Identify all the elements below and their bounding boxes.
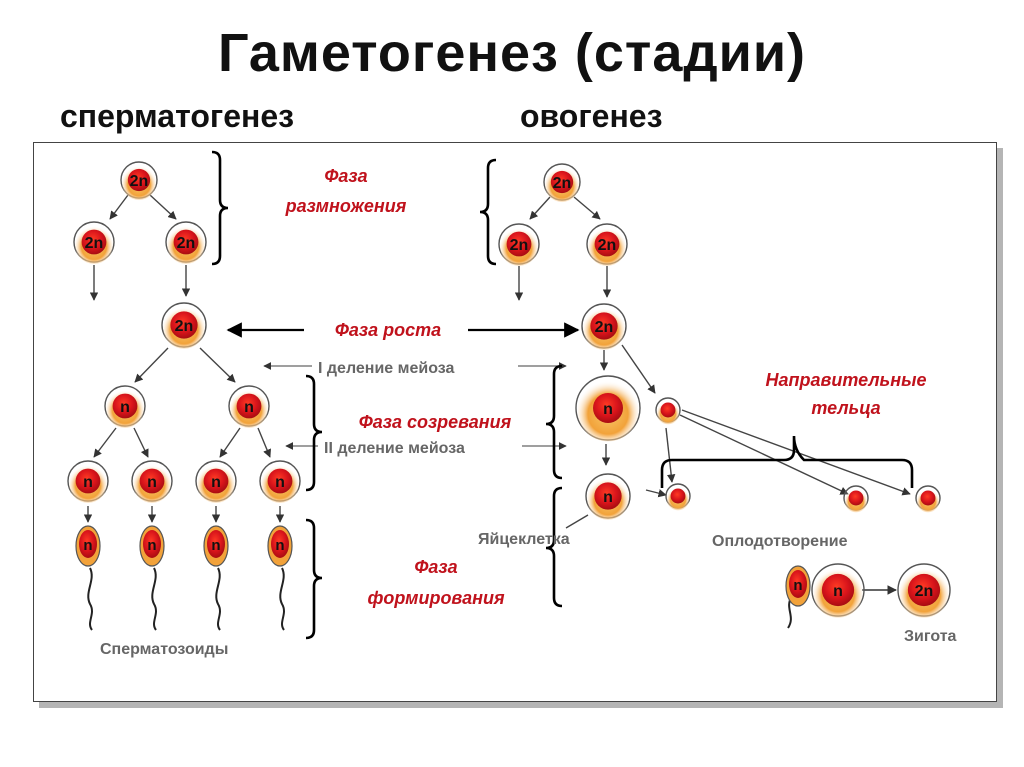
cells: 2n 2n 2n 2n n n n n n n 2n 2n 2n 2n n n n 2n xyxy=(67,161,951,618)
sperm-4: n xyxy=(267,525,293,567)
meiosis-arrows xyxy=(263,362,567,450)
oogonium-left-cell: 2n xyxy=(498,223,540,266)
spermatid-4-cell: n xyxy=(259,460,301,503)
spermatid-2-ploidy: n xyxy=(147,474,157,491)
phase-maturation-label: Фаза созревания xyxy=(359,412,512,432)
spermatozoa-label: Сперматозоиды xyxy=(100,641,228,658)
zygote-cell: 2n xyxy=(897,563,951,618)
brace-maturation-right xyxy=(545,364,563,480)
phase-growth-label: Фаза роста xyxy=(335,320,441,340)
spermatogonium-left-ploidy: 2n xyxy=(85,235,104,252)
brace-formation-right xyxy=(545,486,563,608)
spermatogonium-right-cell: 2n xyxy=(165,221,207,264)
sperm-1: n xyxy=(75,525,101,567)
sperm-2-ploidy: n xyxy=(147,537,156,554)
oogonium-cell: 2n xyxy=(543,163,581,203)
primary-spermatocyte-cell: 2n xyxy=(161,302,207,349)
polar-bodies-line2: тельца xyxy=(811,398,880,418)
spermatid-3-cell: n xyxy=(195,460,237,503)
sperm-1-ploidy: n xyxy=(83,537,92,554)
fertilization-label: Оплодотворение xyxy=(712,533,848,550)
sperm-2: n xyxy=(139,525,165,567)
oogonium-ploidy: 2n xyxy=(553,175,572,192)
primary-oocyte-growth-ploidy: 2n xyxy=(595,319,614,336)
brace-formation-left xyxy=(305,518,323,640)
primary-spermatocyte-ploidy: 2n xyxy=(175,318,194,335)
first-polar-body-cell xyxy=(655,397,681,425)
egg-fertilization-ploidy: n xyxy=(833,583,843,600)
spermatogonium-left-cell: 2n xyxy=(73,221,115,264)
egg-ploidy: n xyxy=(603,489,613,506)
spermatid-3-ploidy: n xyxy=(211,474,221,491)
oogonium-right-cell: 2n xyxy=(586,223,628,266)
secondary-spermatocyte-right-ploidy: n xyxy=(244,399,254,416)
phase-formation-line2: формирования xyxy=(367,588,504,608)
egg-cell-label: Яйцеклетка xyxy=(478,531,570,548)
spermatozoa-heads: n n n n n xyxy=(75,525,811,607)
zygote-ploidy: 2n xyxy=(915,583,934,600)
polar-body-3-cell xyxy=(843,485,869,513)
egg-cell: n xyxy=(585,473,631,520)
secondary-spermatocyte-right-cell: n xyxy=(228,385,270,428)
spermatid-1-ploidy: n xyxy=(83,474,93,491)
spermatid-2-cell: n xyxy=(131,460,173,503)
brace-maturation-left xyxy=(305,374,323,492)
phase-formation-line1: Фаза xyxy=(414,557,457,577)
spermatogonium-cell: 2n xyxy=(120,161,158,201)
spermatid-1-cell: n xyxy=(67,460,109,503)
meiosis1-label: I деление мейоза xyxy=(318,360,455,377)
egg-fertilization-cell: n xyxy=(811,563,865,618)
spermatid-4-ploidy: n xyxy=(275,474,285,491)
brace-reproduction-right xyxy=(479,158,497,266)
oogonium-left-ploidy: 2n xyxy=(510,237,529,254)
secondary-spermatocyte-left-cell: n xyxy=(104,385,146,428)
phase-reproduction-line2: размножения xyxy=(285,196,407,216)
spermatogenesis-heading: сперматогенез xyxy=(60,98,295,134)
spermatogonium-ploidy: 2n xyxy=(130,173,149,190)
zygote-label: Зигота xyxy=(904,628,957,645)
primary-oocyte-ploidy: n xyxy=(603,401,613,418)
sperm-3-ploidy: n xyxy=(211,537,220,554)
phase-reproduction-line1: Фаза xyxy=(324,166,367,186)
sperm-4-ploidy: n xyxy=(275,537,284,554)
sperm-3: n xyxy=(203,525,229,567)
primary-oocyte-growth-cell: 2n xyxy=(581,303,627,350)
meiosis2-label: II деление мейоза xyxy=(324,440,465,457)
secondary-spermatocyte-left-ploidy: n xyxy=(120,399,130,416)
primary-oocyte-cell: n xyxy=(575,375,641,442)
polar-body-4-cell xyxy=(915,485,941,513)
spermatogonium-right-ploidy: 2n xyxy=(177,235,196,252)
sperm-fertilizing: n xyxy=(785,565,811,607)
page-title: Гаметогенез (стадии) xyxy=(217,23,807,83)
second-polar-body-cell xyxy=(665,483,691,511)
lineage-lines xyxy=(83,194,911,529)
brace-polar-bodies xyxy=(660,435,914,488)
phase-braces xyxy=(211,150,914,640)
sperm-fertilizing-ploidy: n xyxy=(793,577,802,594)
brace-reproduction-left xyxy=(211,150,229,266)
oogonium-right-ploidy: 2n xyxy=(598,237,617,254)
oogenesis-heading: овогенез xyxy=(520,98,663,134)
polar-bodies-line1: Направительные xyxy=(765,370,926,390)
